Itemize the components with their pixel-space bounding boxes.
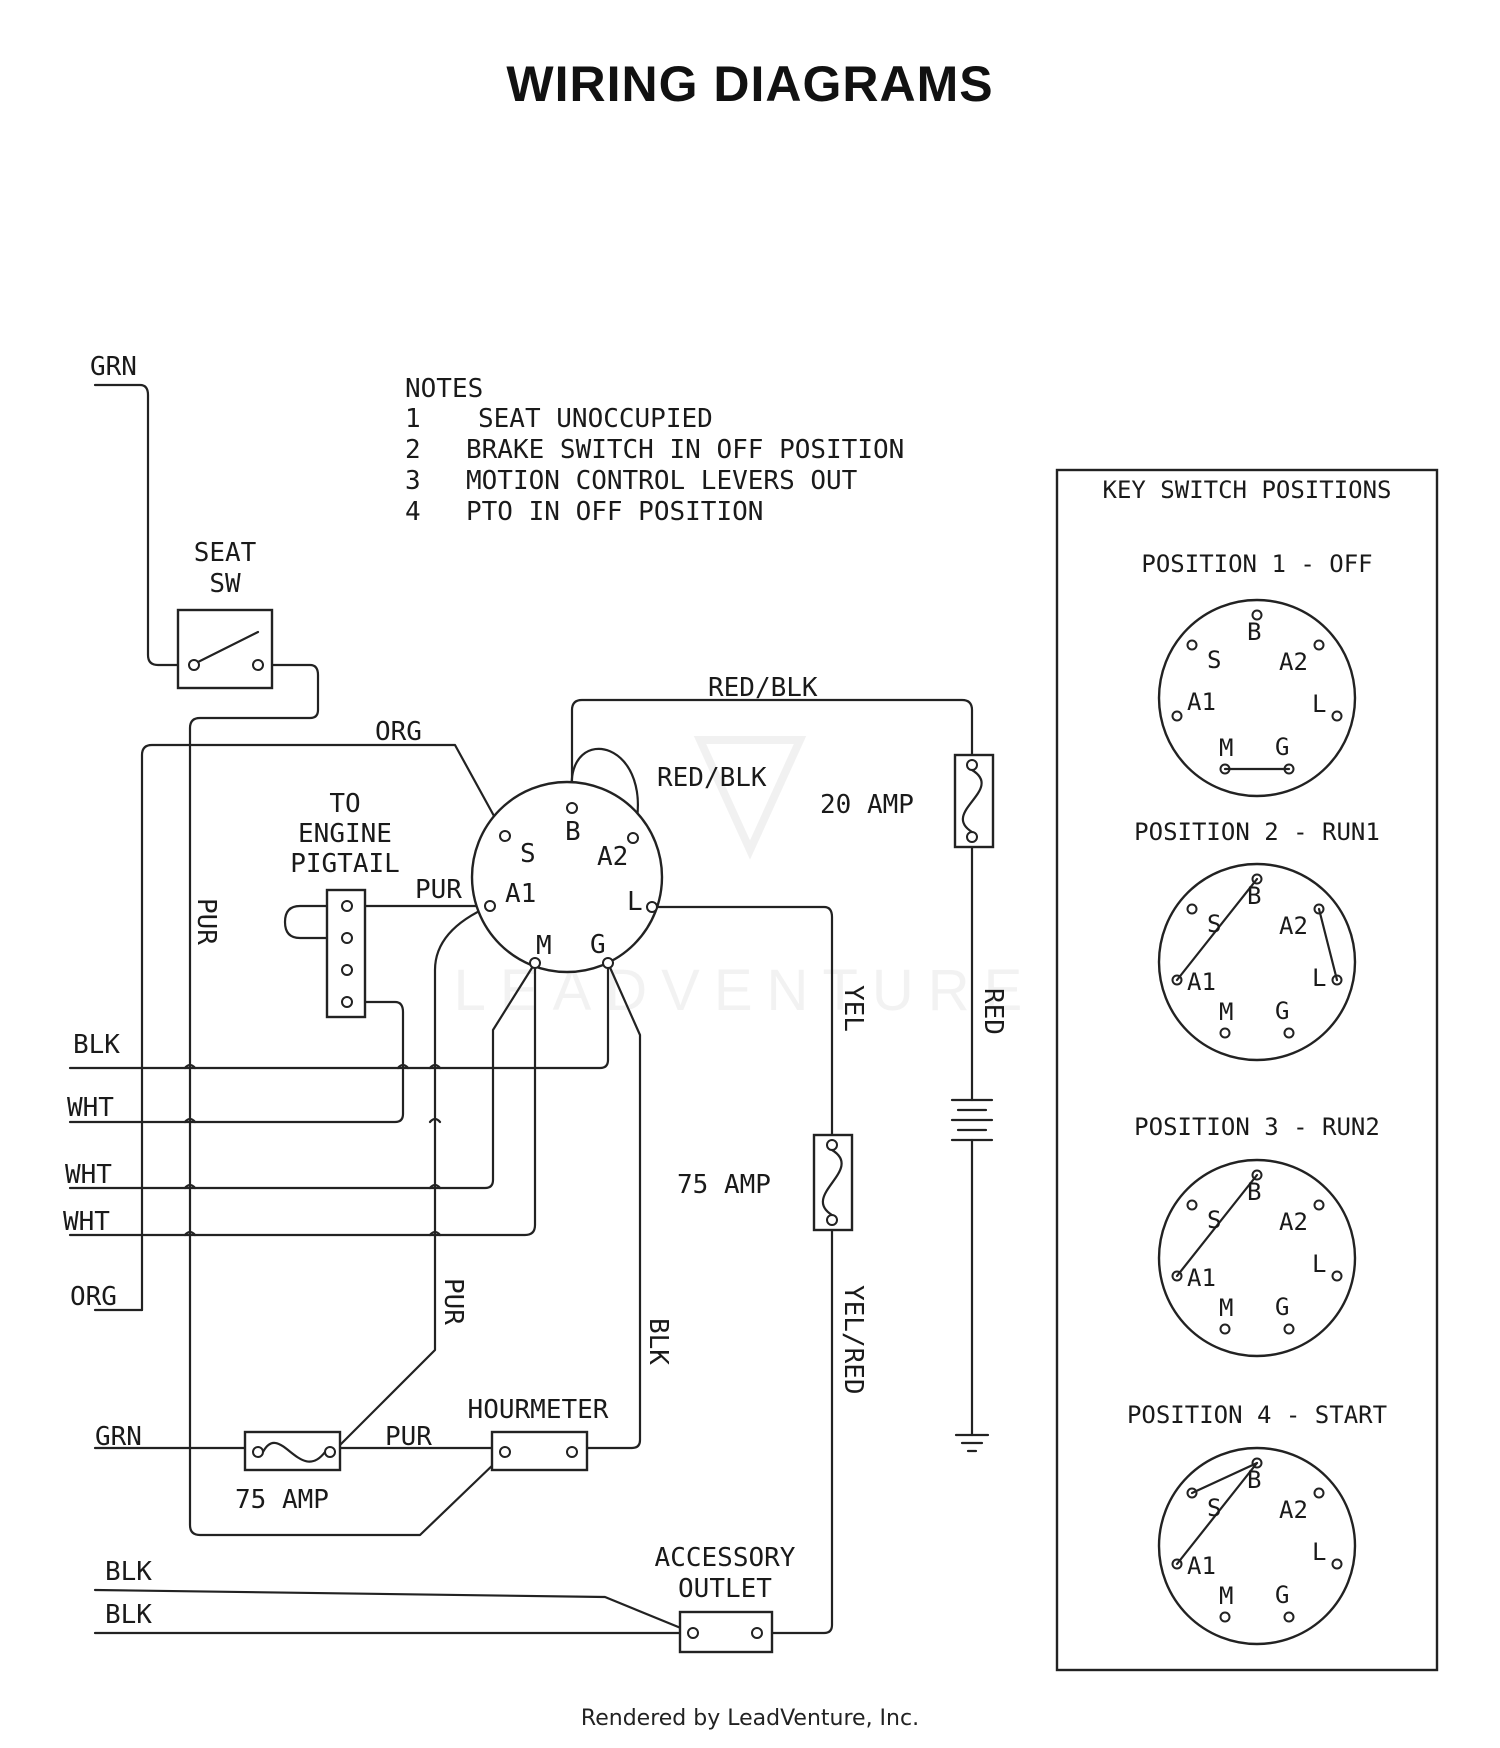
pigtail-label-1: TO: [329, 789, 360, 819]
position-2-label: POSITION 2 - RUN1: [1134, 818, 1380, 846]
seat-switch-label-1: SEAT: [194, 538, 257, 568]
wire-yel-red: YEL/RED: [838, 1285, 868, 1395]
wire-grn-top: GRN: [90, 352, 137, 382]
position-4-label: POSITION 4 - START: [1127, 1401, 1387, 1429]
notes-heading: NOTES: [405, 374, 483, 404]
wire-pur-vertical: PUR: [191, 898, 221, 945]
svg-text:G: G: [1275, 1293, 1289, 1321]
svg-text:L: L: [1312, 690, 1326, 718]
svg-text:A1: A1: [1187, 968, 1216, 996]
svg-text:M: M: [1219, 1294, 1233, 1322]
svg-text:L: L: [1312, 1538, 1326, 1566]
seat-switch: SEAT SW: [176, 538, 274, 690]
note-3-num: 3: [405, 466, 421, 496]
svg-text:A2: A2: [1279, 1496, 1308, 1524]
wire-blk-lower: BLK: [643, 1318, 673, 1365]
svg-text:G: G: [1275, 733, 1289, 761]
wire-blk-bottom-1: BLK: [105, 1557, 152, 1587]
wires: [68, 383, 994, 1635]
wire-org-top: ORG: [375, 717, 422, 747]
accessory-label-2: OUTLET: [678, 1574, 772, 1604]
terminal-b: B: [565, 817, 581, 847]
fuse-20-amp: 20 AMP: [820, 753, 995, 849]
accessory-outlet: ACCESSORY OUTLET: [655, 1543, 796, 1654]
wire-wht-1: WHT: [67, 1093, 114, 1123]
svg-text:S: S: [1207, 910, 1221, 938]
svg-text:B: B: [1247, 1466, 1261, 1494]
terminal-s: S: [520, 839, 536, 869]
svg-text:S: S: [1207, 646, 1221, 674]
note-2-num: 2: [405, 435, 421, 465]
svg-text:A2: A2: [1279, 912, 1308, 940]
wire-red-blk-top: RED/BLK: [708, 673, 818, 703]
pigtail-label-2: ENGINE: [298, 819, 392, 849]
svg-text:M: M: [1219, 998, 1233, 1026]
position-1-label: POSITION 1 - OFF: [1141, 550, 1372, 578]
svg-text:M: M: [1219, 734, 1233, 762]
svg-text:M: M: [1219, 1582, 1233, 1610]
hourmeter-label: HOURMETER: [468, 1395, 609, 1425]
svg-text:S: S: [1207, 1494, 1221, 1522]
ignition-switch: S B A2 A1 L M G: [470, 780, 664, 974]
svg-text:G: G: [1275, 997, 1289, 1025]
key-switch-title: KEY SWITCH POSITIONS: [1103, 476, 1392, 504]
svg-text:A2: A2: [1279, 648, 1308, 676]
fuse-75-right-label: 75 AMP: [677, 1170, 771, 1200]
notes-block: NOTES 1 SEAT UNOCCUPIED 2 BRAKE SWITCH I…: [405, 374, 904, 527]
wire-pur-a1: PUR: [415, 875, 462, 905]
svg-text:G: G: [1275, 1581, 1289, 1609]
pigtail-label-3: PIGTAIL: [290, 849, 400, 879]
wire-wht-3: WHT: [63, 1207, 110, 1237]
seat-switch-label-2: SW: [209, 569, 241, 599]
note-1-num: 1: [405, 404, 421, 434]
position-3-label: POSITION 3 - RUN2: [1134, 1113, 1380, 1141]
svg-text:B: B: [1247, 882, 1261, 910]
accessory-label-1: ACCESSORY: [655, 1543, 796, 1573]
note-4-num: 4: [405, 497, 421, 527]
key-position-4: B S A2 A1 L M G: [1157, 1446, 1357, 1646]
svg-text:A1: A1: [1187, 1264, 1216, 1292]
wire-yel: YEL: [838, 985, 868, 1032]
wire-grn-bottom: GRN: [95, 1422, 142, 1452]
fuse-20-label: 20 AMP: [820, 790, 914, 820]
note-1-text: SEAT UNOCCUPIED: [478, 404, 713, 434]
terminal-a1: A1: [505, 879, 536, 909]
hourmeter: HOURMETER: [468, 1395, 609, 1472]
wire-wht-2: WHT: [65, 1160, 112, 1190]
wire-red-blk-loop: RED/BLK: [657, 763, 767, 793]
wire-pur-lower: PUR: [438, 1278, 468, 1325]
note-3-text: MOTION CONTROL LEVERS OUT: [466, 466, 858, 496]
wire-labels: GRN ORG PUR RED/BLK RED/BLK BLK WHT WHT …: [63, 352, 1008, 1630]
fuse-75-bottom-label: 75 AMP: [235, 1485, 329, 1515]
svg-text:A1: A1: [1187, 688, 1216, 716]
wire-blk-left: BLK: [73, 1030, 120, 1060]
fuse-75-amp-right: 75 AMP: [677, 1133, 854, 1232]
wire-pur-bottom: PUR: [385, 1422, 432, 1452]
engine-pigtail: TO ENGINE PIGTAIL: [290, 789, 400, 1019]
wire-org-left: ORG: [70, 1282, 117, 1312]
terminal-l: L: [627, 887, 643, 917]
terminal-m: M: [536, 931, 552, 961]
page-title: WIRING DIAGRAMS: [506, 56, 994, 112]
wire-blk-bottom-2: BLK: [105, 1600, 152, 1630]
svg-text:S: S: [1207, 1206, 1221, 1234]
svg-text:L: L: [1312, 964, 1326, 992]
terminal-a2: A2: [597, 842, 628, 872]
key-switch-panel: KEY SWITCH POSITIONS B S A2 A1 L M G POS…: [1055, 468, 1439, 1672]
terminal-g: G: [590, 930, 606, 960]
svg-text:L: L: [1312, 1250, 1326, 1278]
fuse-75-amp-bottom: 75 AMP: [235, 1430, 342, 1515]
note-4-text: PTO IN OFF POSITION: [466, 497, 763, 527]
svg-text:B: B: [1247, 1178, 1261, 1206]
note-2-text: BRAKE SWITCH IN OFF POSITION: [466, 435, 904, 465]
key-position-1: B S A2 A1 L M G: [1157, 598, 1357, 798]
wire-red: RED: [978, 988, 1008, 1035]
key-position-2: B S A2 A1 L M G: [1157, 862, 1357, 1062]
footer-credit: Rendered by LeadVenture, Inc.: [580, 1706, 920, 1731]
svg-text:A2: A2: [1279, 1208, 1308, 1236]
svg-text:A1: A1: [1187, 1552, 1216, 1580]
key-position-3: B S A2 A1 L M G: [1157, 1158, 1357, 1358]
svg-text:B: B: [1247, 618, 1261, 646]
